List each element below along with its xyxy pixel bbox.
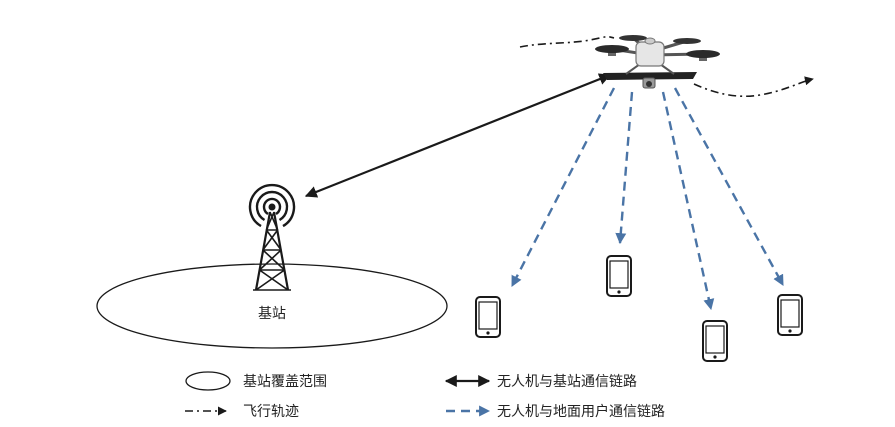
drone-camera-lens (646, 81, 652, 87)
phone-home-button (486, 331, 490, 335)
flight-trajectory-after (693, 76, 814, 98)
phone-home-button (713, 355, 717, 359)
legend-coverage-symbol (185, 371, 231, 391)
drone-landing-legs (625, 63, 675, 75)
uav-user-link-3 (661, 91, 715, 311)
drone-rotor-back-right (673, 38, 701, 44)
base-station-label: 基站 (258, 305, 286, 322)
uav-user-link-4 (673, 87, 785, 286)
phone-home-button (788, 329, 792, 333)
drone-rotor-front-left (595, 45, 629, 53)
radio-wave-middle (255, 190, 289, 222)
tower-antenna-dot (268, 203, 276, 211)
smartphone-icon (702, 320, 728, 362)
phone-screen (705, 325, 725, 354)
legend-trajectory-label: 飞行轨迹 (243, 404, 299, 420)
drone-rotor-back-left (619, 35, 647, 41)
drone-icon (595, 35, 720, 89)
radio-wave-inner (262, 197, 282, 215)
legend: 基站覆盖范围 飞行轨迹 无人机与基站通信链路 无人机与地面用户通信链路 (185, 371, 665, 420)
smartphone-icon (777, 294, 803, 336)
cell-tower-icon (248, 183, 296, 291)
flight-trajectory-before (519, 35, 615, 48)
uav-base-station-link (304, 73, 612, 198)
smartphone-icon (606, 255, 632, 297)
smartphone-icon (475, 296, 501, 338)
coverage-area (96, 263, 448, 349)
phone-screen (780, 299, 800, 328)
drone-arms (611, 36, 704, 57)
phone-screen (478, 301, 498, 330)
phone-screen (609, 260, 629, 289)
legend-uav-user-link-label: 无人机与地面用户通信链路 (497, 403, 665, 420)
legend-coverage-label: 基站覆盖范围 (243, 373, 327, 390)
legend-uav-bs-link-label: 无人机与基站通信链路 (497, 373, 637, 390)
uav-user-link-1 (510, 87, 616, 287)
tower-bracing (253, 211, 291, 291)
uav-user-link-2 (615, 91, 634, 245)
radio-wave-outer (248, 183, 296, 228)
drone-gps-dome (644, 37, 656, 45)
phone-home-button (617, 290, 621, 294)
drone-body (635, 41, 665, 67)
drone-rotor-front-right (686, 50, 720, 58)
